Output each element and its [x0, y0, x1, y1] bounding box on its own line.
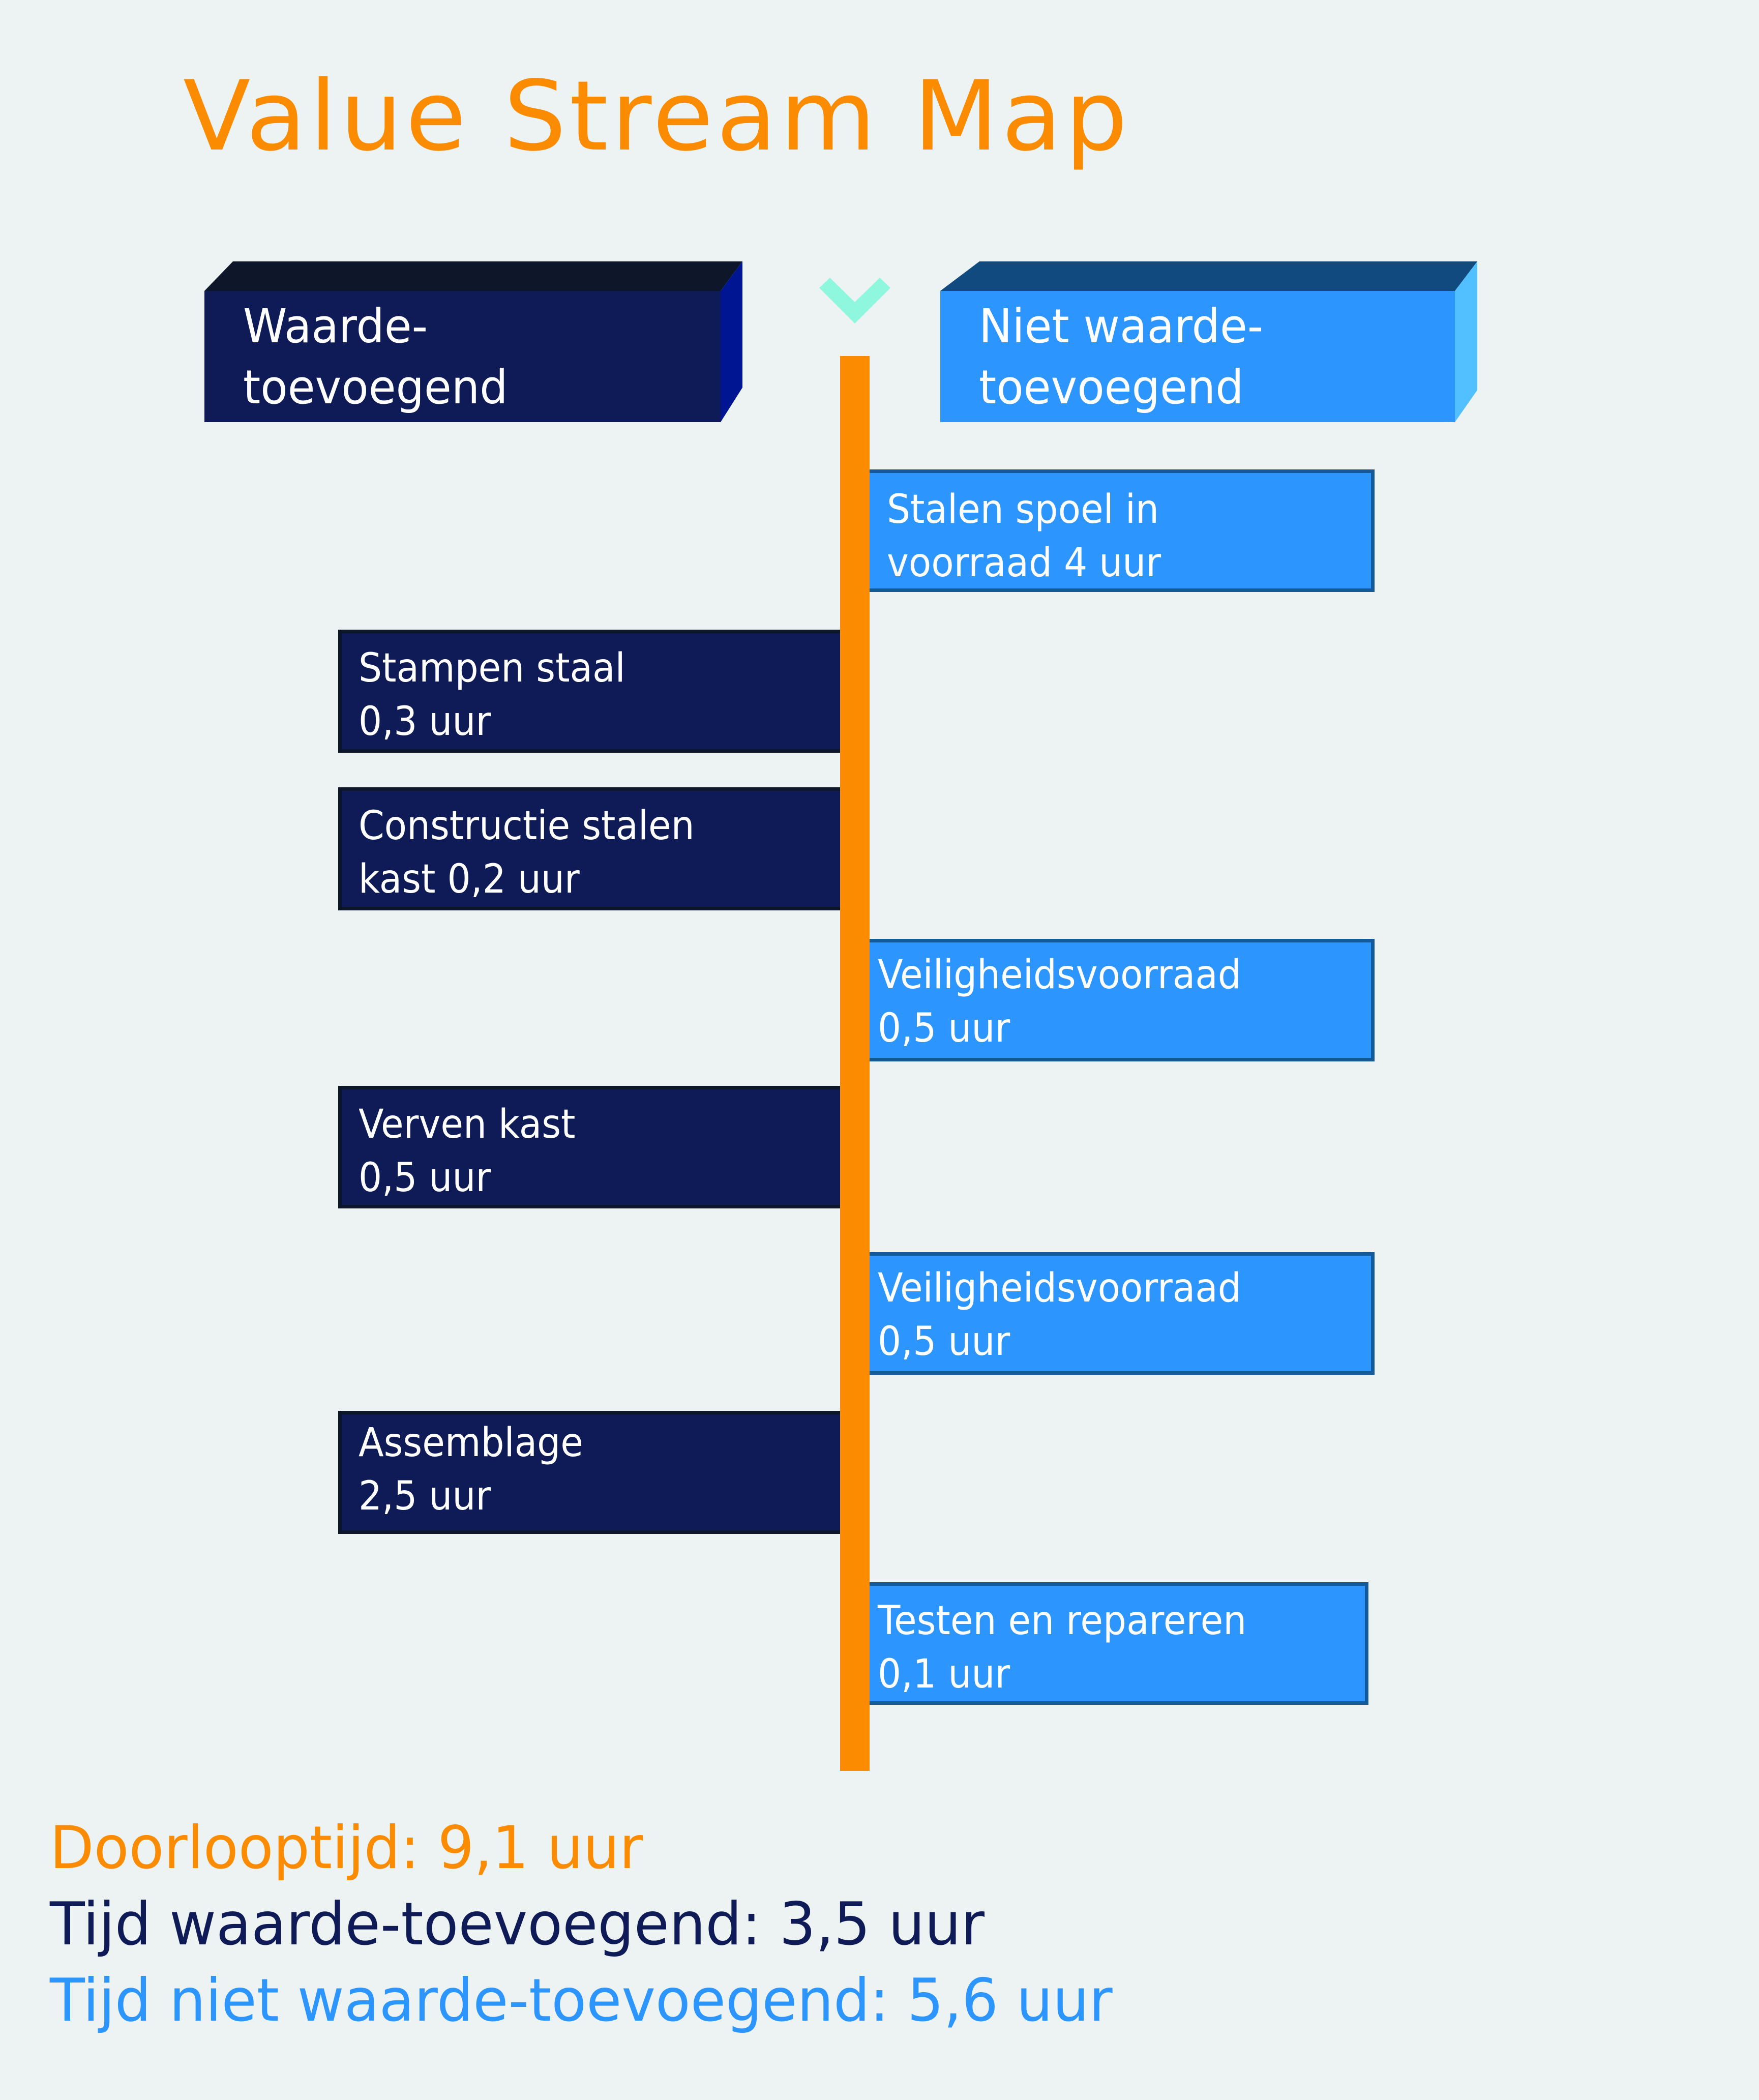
step-label: Stalen spoel in voorraad 4 uur [887, 487, 1161, 586]
step-veiligheidsvoorraad-2: Veiligheidsvoorraad 0,5 uur [870, 1252, 1375, 1375]
legend-non-value-adding-label: Niet waarde- toevoegend [979, 299, 1264, 415]
step-testen-repareren: Testen en repareren 0,1 uur [870, 1582, 1368, 1705]
step-assemblage: Assemblage 2,5 uur [338, 1411, 840, 1534]
summary-value-adding-time: Tijd waarde-toevoegend: 3,5 uur [50, 1890, 985, 1959]
step-label: Verven kast 0,5 uur [359, 1102, 576, 1201]
summary-non-value-adding-time: Tijd niet waarde-toevoegend: 5,6 uur [50, 1966, 1113, 2035]
chevron-down-icon [819, 278, 890, 323]
timeline-bar [840, 356, 870, 1771]
legend-value-adding: Waarde- toevoegend [203, 260, 743, 423]
step-constructie-kast: Constructie stalen kast 0,2 uur [338, 787, 840, 910]
step-verven-kast: Verven kast 0,5 uur [338, 1086, 840, 1208]
step-stalen-spoel: Stalen spoel in voorraad 4 uur [870, 469, 1375, 592]
step-label: Veiligheidsvoorraad 0,5 uur [878, 952, 1241, 1051]
page-title: Value Stream Map [183, 60, 1131, 172]
legend-non-value-adding: Niet waarde- toevoegend [939, 260, 1478, 423]
step-veiligheidsvoorraad-1: Veiligheidsvoorraad 0,5 uur [870, 939, 1375, 1061]
legend-value-adding-label: Waarde- toevoegend [243, 299, 508, 415]
step-stampen-staal: Stampen staal 0,3 uur [338, 630, 840, 753]
summary-lead-time: Doorlooptijd: 9,1 uur [50, 1814, 643, 1882]
legend-non-value-adding-box-shape [940, 261, 1477, 422]
step-label: Stampen staal 0,3 uur [359, 645, 625, 745]
step-label: Veiligheidsvoorraad 0,5 uur [878, 1265, 1241, 1365]
step-label: Assemblage 2,5 uur [359, 1420, 583, 1519]
legend-value-adding-box-shape [204, 261, 742, 422]
step-label: Constructie stalen kast 0,2 uur [359, 803, 695, 902]
step-label: Testen en repareren 0,1 uur [878, 1598, 1247, 1697]
